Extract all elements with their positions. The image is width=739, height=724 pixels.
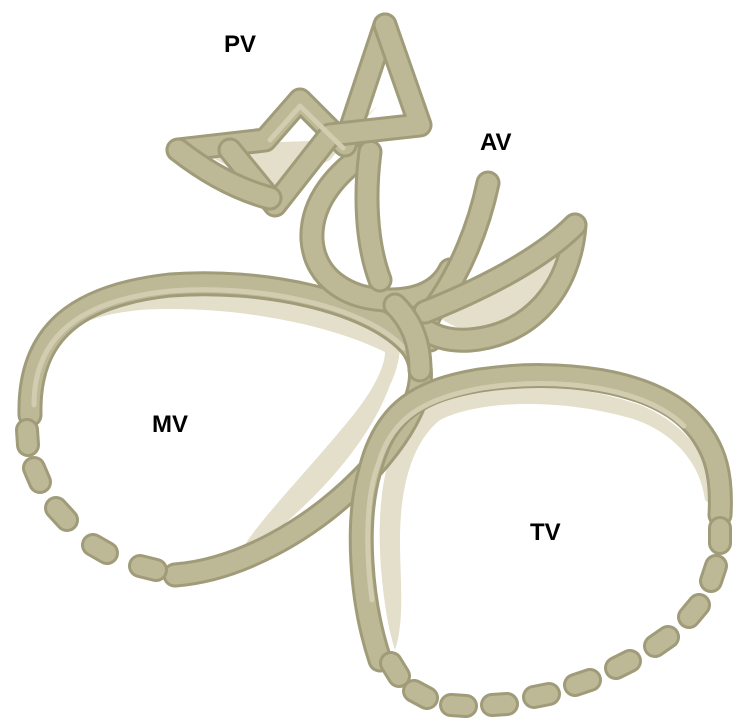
tv-label: TV <box>530 519 561 546</box>
tricuspid-valve-dashes <box>391 528 720 706</box>
tv-shadow <box>380 386 718 650</box>
pulmonary-valve <box>178 25 420 205</box>
mv-label: MV <box>152 411 188 438</box>
pv-label: PV <box>224 31 256 58</box>
av-label: AV <box>480 129 512 156</box>
mitral-valve-dashes <box>27 430 156 570</box>
mv-shadow <box>40 290 400 560</box>
